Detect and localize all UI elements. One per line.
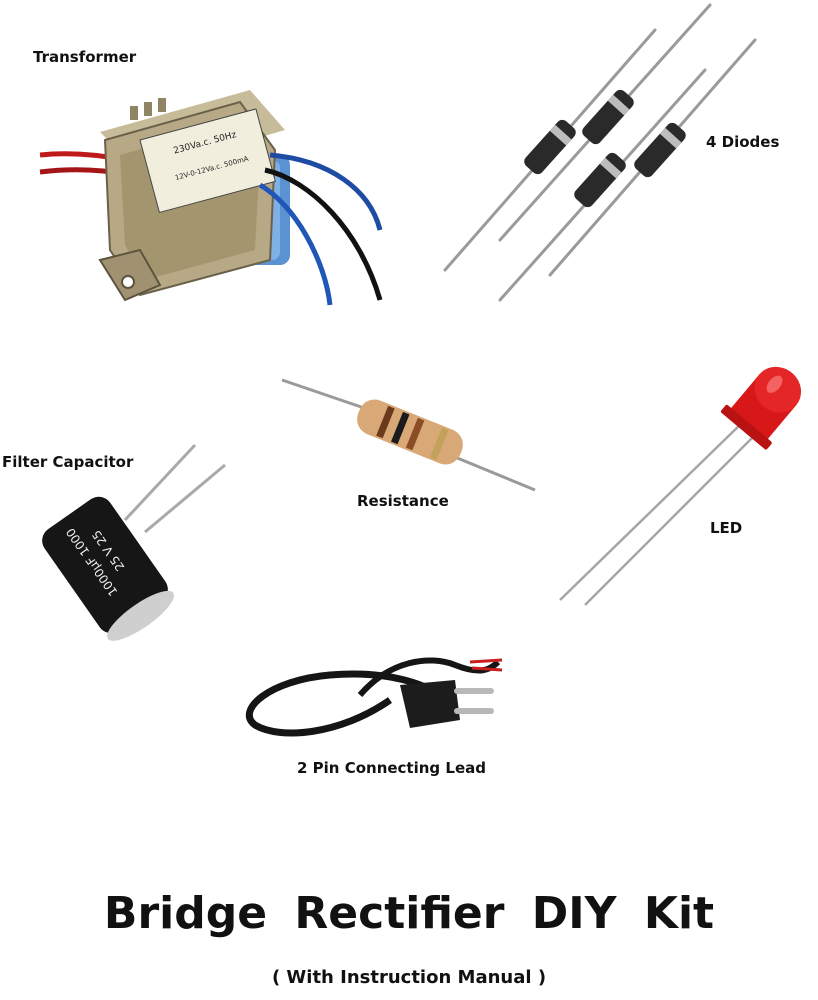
connecting-lead-label: 2 Pin Connecting Lead [297,759,486,777]
page-title: Bridge Rectifier DIY Kit [103,888,715,939]
page-subtitle: ( With Instruction Manual ) [271,967,547,988]
transformer-label: Transformer [33,48,137,66]
transformer-image: 230Va.c. 50Hz 12V-0-12Va.c. 500mA [39,90,383,306]
capacitor-image: 1000µF 1000 25 V 25 [42,443,226,641]
filter-capacitor-label: Filter Capacitor [2,453,134,471]
resistor-image [281,378,536,492]
led-image [559,366,802,606]
led-label: LED [710,519,743,537]
diodes-label: 4 Diodes [706,133,780,151]
diodes-image [443,3,757,302]
connecting-lead-image [245,657,503,737]
resistance-label: Resistance [357,492,449,510]
